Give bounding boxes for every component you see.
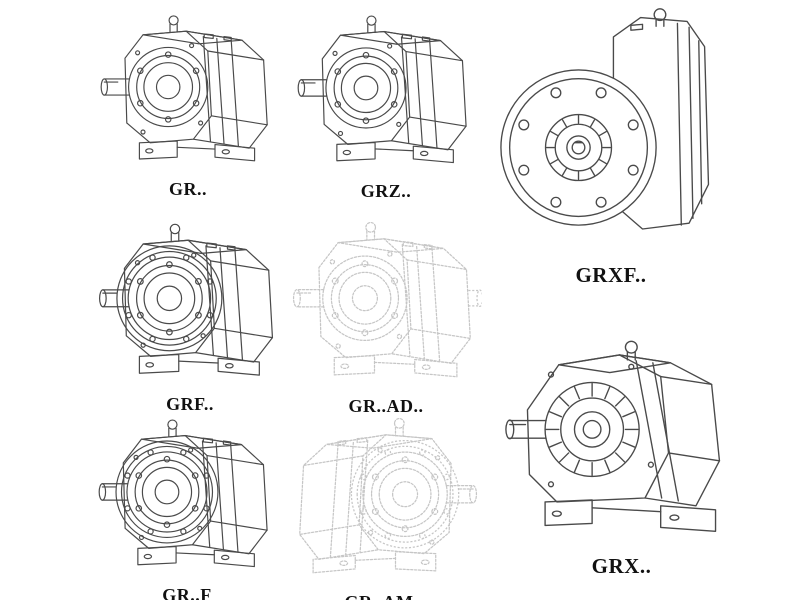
gearbox-label-grf: GRF.. [166, 394, 214, 414]
gearbox-figure-gr: GR.. [98, 6, 278, 200]
gearbox-large-foot-icon [505, 340, 721, 532]
gearbox-figure-grf: GRF.. [96, 214, 284, 415]
gearbox-motor-adapter-icon [288, 408, 480, 590]
gearbox-flange-front-icon [500, 8, 710, 230]
gearbox-input-adapter-icon [292, 221, 482, 378]
gearbox-label-grx: GRX.. [591, 554, 652, 578]
gearbox-label-gr-f: GR..F [162, 585, 212, 600]
gearbox-flange-foot-icon [96, 410, 278, 583]
gearbox-foot-mounted-icon [100, 15, 268, 162]
gearbox-label-gr-ad: GR..AD.. [348, 396, 424, 416]
gearbox-label-grxf: GRXF.. [575, 263, 647, 287]
gearbox-figure-gr-f: GR..F [96, 410, 278, 600]
gearbox-flange-foot-icon [96, 214, 284, 392]
gearbox-figure-gr-am: GR..AM.. [288, 408, 480, 600]
gearbox-label-gr-am: GR..AM.. [345, 592, 424, 600]
gearbox-label-gr: GR.. [169, 179, 207, 199]
gearbox-figure-grz: GRZ.. [295, 6, 477, 202]
gearbox-figure-gr-ad: GR..AD.. [290, 212, 482, 417]
gearbox-label-grz: GRZ.. [360, 181, 412, 201]
gearbox-figure-grx: GRX.. [494, 306, 749, 579]
gearbox-figure-grxf: GRXF.. [497, 4, 725, 288]
gearbox-foot-mounted-icon [297, 15, 467, 164]
